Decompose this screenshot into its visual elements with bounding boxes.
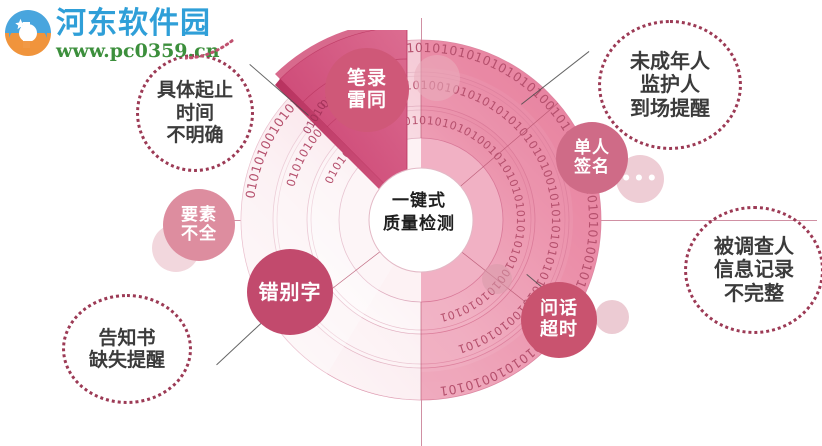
- bubble-danren-qianming[interactable]: 单人 签名: [556, 122, 628, 194]
- callout-beidiao-line2: 信息记录: [714, 257, 794, 282]
- bubble-wenhua-chaoshi[interactable]: 问话 超时: [521, 282, 597, 358]
- center-disc: [369, 168, 473, 272]
- bubble-cuobiezi-line1: 错别字: [258, 279, 322, 304]
- center-label-line1: 一键式: [392, 191, 446, 211]
- callout-gaozhi-line2: 缺失提醒: [88, 349, 165, 371]
- ellipsis-dots: •••: [620, 169, 660, 189]
- radial-donut-chart: 0101010010101010101010101001010101010101…: [240, 30, 602, 401]
- decor-circle-ellipsis: •••: [616, 155, 664, 203]
- callout-juti-line2: 时间: [175, 101, 214, 124]
- callout-weichengnian[interactable]: 未成年人 监护人 到场提醒: [598, 20, 742, 150]
- center-label: 一键式 质量检测: [369, 190, 469, 236]
- bubble-bilu-leitong[interactable]: 笔录 雷同: [325, 48, 409, 132]
- watermark-url: www.pc0359.cn: [56, 40, 220, 62]
- callout-beidiao-line1: 被调查人: [714, 233, 794, 258]
- bubble-bilu-line2: 雷同: [346, 89, 387, 111]
- center-label-line2: 质量检测: [383, 213, 455, 234]
- watermark-title: 河东软件园: [56, 6, 211, 41]
- wedge-edge-arc: [275, 30, 374, 79]
- bubble-bilu-line1: 笔录: [346, 67, 387, 90]
- decor-circle-inner-right: [482, 264, 512, 294]
- bubble-yaosu-line1: 要素: [181, 204, 217, 225]
- center-disc-edge: [368, 167, 474, 273]
- callout-juti-line3: 不明确: [166, 124, 224, 147]
- callout-gaozhishu[interactable]: 告知书 缺失提醒: [62, 294, 192, 404]
- callout-gaozhi-line1: 告知书: [98, 326, 156, 349]
- decor-circle-bottom-right: [595, 300, 629, 334]
- bubble-danren-line1: 单人: [574, 137, 610, 158]
- watermark: 河东软件园 www.pc0359.cn: [0, 2, 235, 68]
- decor-circle-top: [414, 55, 460, 101]
- site-logo-icon: [5, 10, 51, 56]
- bubble-wenhua-line2: 超时: [540, 319, 578, 340]
- callout-juti-qizhi[interactable]: 具体起止 时间 不明确: [136, 54, 254, 172]
- callout-weicheng-line3: 到场提醒: [630, 95, 710, 120]
- bubble-yaosu-buquan[interactable]: 要素 不全: [163, 189, 235, 261]
- watermark-dotted-arc-icon: [185, 38, 235, 60]
- bubble-cuobiezi[interactable]: 错别字: [247, 249, 333, 335]
- bubble-yaosu-line2: 不全: [181, 224, 217, 244]
- callout-weicheng-line2: 监护人: [640, 72, 700, 97]
- bubble-wenhua-line1: 问话: [540, 298, 578, 320]
- callout-juti-line1: 具体起止: [156, 79, 233, 102]
- wedge-edge-left: [275, 79, 407, 213]
- callout-beidiao-line3: 不完整: [724, 280, 784, 305]
- bubble-danren-line2: 签名: [574, 157, 610, 177]
- callout-weicheng-line1: 未成年人: [630, 48, 710, 73]
- callout-beidiaocharen[interactable]: 被调查人 信息记录 不完整: [684, 206, 822, 334]
